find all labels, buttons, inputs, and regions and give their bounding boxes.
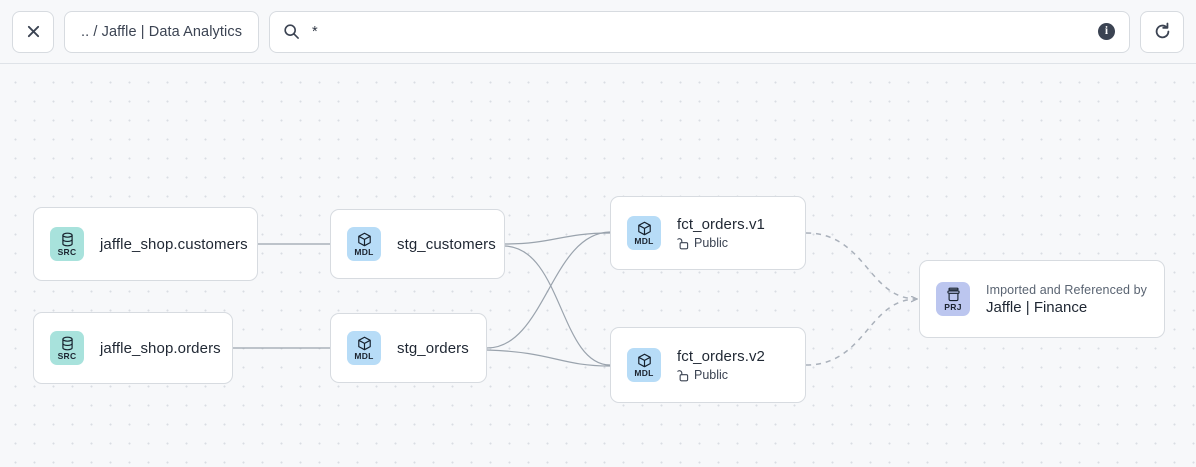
search-icon bbox=[284, 24, 299, 39]
edge-fct-v1-to-project bbox=[805, 232, 917, 299]
cube-icon bbox=[357, 336, 371, 350]
edge-stg-orders-to-fct-v2 bbox=[486, 349, 611, 367]
node-title: jaffle_shop.orders bbox=[100, 339, 221, 357]
close-button[interactable] bbox=[12, 10, 54, 53]
node-title: fct_orders.v2 bbox=[677, 348, 766, 365]
unlock-icon bbox=[677, 369, 689, 381]
node-body: Imported and Referenced by Jaffle | Fina… bbox=[986, 282, 1148, 316]
node-body: fct_orders.v1 Public bbox=[677, 216, 765, 250]
badge-label: MDL bbox=[634, 235, 654, 246]
edge-stg-orders-to-fct-v1 bbox=[486, 231, 611, 349]
unlock-icon bbox=[677, 237, 689, 249]
node-fct-orders-v2[interactable]: MDL fct_orders.v2 Public bbox=[610, 327, 806, 403]
badge-label: MDL bbox=[634, 367, 654, 378]
node-fct-orders-v1[interactable]: MDL fct_orders.v1 Public bbox=[610, 196, 806, 270]
node-access: Public bbox=[677, 368, 765, 382]
node-body: jaffle_shop.customers bbox=[100, 235, 248, 253]
node-access: Public bbox=[677, 236, 765, 250]
badge-prj: PRJ bbox=[936, 282, 970, 316]
info-icon[interactable]: i bbox=[1098, 23, 1115, 40]
node-kicker: Imported and Referenced by bbox=[986, 282, 1148, 297]
badge-mdl: MDL bbox=[347, 227, 381, 261]
node-stg-orders[interactable]: MDL stg_orders bbox=[330, 313, 487, 383]
search-field[interactable]: i bbox=[269, 10, 1130, 53]
badge-label: MDL bbox=[354, 246, 374, 257]
badge-src: SRC bbox=[50, 227, 84, 261]
edge-fct-v2-to-project bbox=[805, 299, 917, 366]
node-project-jaffle-finance[interactable]: PRJ Imported and Referenced by Jaffle | … bbox=[919, 260, 1165, 338]
cube-icon bbox=[637, 221, 651, 235]
node-title: Jaffle | Finance bbox=[986, 298, 1088, 316]
node-body: stg_orders bbox=[397, 339, 469, 357]
breadcrumb[interactable]: .. / Jaffle | Data Analytics bbox=[64, 10, 260, 53]
badge-label: SRC bbox=[57, 246, 77, 257]
node-stg-customers[interactable]: MDL stg_customers bbox=[330, 209, 505, 279]
node-access-label: Public bbox=[694, 236, 729, 250]
badge-src: SRC bbox=[50, 331, 84, 365]
close-icon bbox=[27, 25, 39, 38]
node-title: stg_orders bbox=[397, 339, 469, 357]
node-title: fct_orders.v1 bbox=[677, 216, 766, 233]
badge-mdl: MDL bbox=[347, 331, 381, 365]
node-body: stg_customers bbox=[397, 235, 496, 253]
database-icon bbox=[61, 336, 73, 350]
badge-mdl: MDL bbox=[627, 216, 661, 250]
edge-stg-customers-to-fct-v2 bbox=[504, 245, 611, 366]
node-jaffle-shop-orders[interactable]: SRC jaffle_shop.orders bbox=[33, 312, 233, 384]
toolbar: .. / Jaffle | Data Analytics i bbox=[0, 0, 1196, 64]
node-body: jaffle_shop.orders bbox=[100, 339, 221, 357]
cube-icon bbox=[357, 232, 371, 246]
search-input[interactable] bbox=[312, 23, 1086, 40]
node-title: jaffle_shop.customers bbox=[100, 235, 248, 253]
badge-label: SRC bbox=[57, 350, 77, 361]
badge-label: PRJ bbox=[944, 301, 962, 312]
node-access-label: Public bbox=[694, 368, 729, 382]
badge-label: MDL bbox=[354, 350, 374, 361]
cube-icon bbox=[637, 353, 651, 367]
node-jaffle-shop-customers[interactable]: SRC jaffle_shop.customers bbox=[33, 207, 258, 281]
lineage-canvas[interactable]: SRC jaffle_shop.customers SRC jaffle_sho… bbox=[0, 65, 1196, 467]
refresh-icon bbox=[1155, 22, 1169, 39]
refresh-button[interactable] bbox=[1140, 10, 1184, 53]
badge-mdl: MDL bbox=[627, 348, 661, 382]
node-title: stg_customers bbox=[397, 235, 496, 253]
project-icon bbox=[946, 287, 960, 301]
node-body: fct_orders.v2 Public bbox=[677, 348, 765, 382]
database-icon bbox=[61, 232, 73, 246]
edge-stg-customers-to-fct-v1 bbox=[504, 232, 611, 245]
